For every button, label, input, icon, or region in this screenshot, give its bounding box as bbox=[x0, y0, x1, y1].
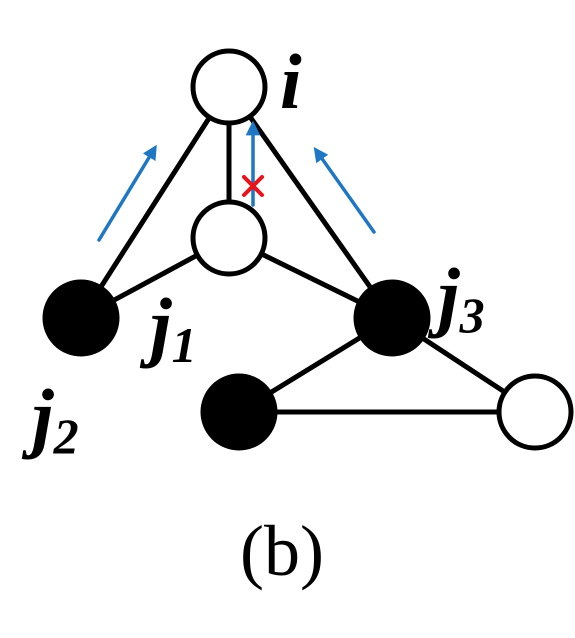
label-j1-main: j bbox=[139, 282, 172, 369]
message-arrows bbox=[97, 120, 376, 242]
node-n6 bbox=[496, 373, 574, 451]
label-j1: j1 bbox=[139, 282, 197, 373]
label-j2-sub: 2 bbox=[53, 408, 79, 464]
label-j1-sub: 1 bbox=[172, 317, 197, 373]
node-j1 bbox=[190, 199, 268, 277]
figure-caption: (b) bbox=[240, 511, 324, 591]
edge-i-j2 bbox=[78, 84, 232, 321]
label-j2-main: j bbox=[21, 373, 54, 460]
arrow-up-icon bbox=[313, 147, 376, 234]
node-j2 bbox=[42, 279, 120, 357]
node-n5 bbox=[200, 373, 278, 451]
label-j3-main: j bbox=[427, 252, 460, 339]
label-j3: j3 bbox=[427, 252, 485, 343]
label-j3-sub: 3 bbox=[459, 287, 485, 343]
label-j2: j2 bbox=[21, 373, 79, 464]
node-j3 bbox=[353, 279, 431, 357]
label-i-main: i bbox=[280, 38, 302, 125]
cross-icon bbox=[242, 175, 264, 197]
nodes bbox=[42, 48, 574, 451]
arrow-up-icon bbox=[97, 144, 157, 242]
label-i: i bbox=[280, 38, 302, 125]
node-i bbox=[190, 48, 268, 126]
